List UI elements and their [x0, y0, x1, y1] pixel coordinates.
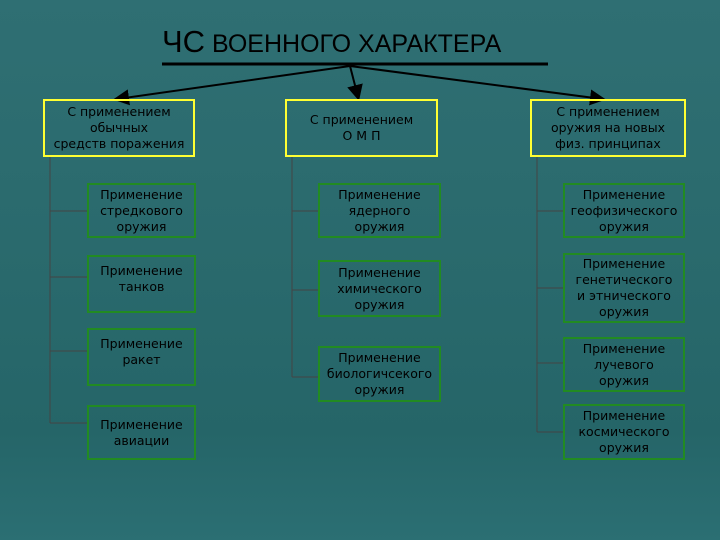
item-geophysical: Применение геофизического оружия	[563, 183, 685, 238]
page-title: ЧС ВОЕННОГО ХАРАКТЕРА	[162, 24, 562, 64]
item-space: Применение космического оружия	[563, 404, 685, 460]
header-wmd-text: С применением О М П	[309, 112, 414, 143]
arrow-right	[349, 65, 606, 106]
title-abbr: ЧС	[162, 24, 206, 59]
arrow-middle	[347, 65, 363, 101]
header-new-principles: С применением оружия на новых физ. принц…	[530, 99, 686, 157]
left-tree	[49, 157, 87, 424]
item-genetic: Применение генетического и этнического о…	[563, 253, 685, 323]
header-conventional: С применением обычных средств поражения	[43, 99, 195, 157]
header-wmd: С применением О М П	[285, 99, 438, 157]
item-nuclear: Применение ядерного оружия	[318, 183, 441, 238]
middle-tree	[291, 157, 318, 378]
item-small-arms: Применение стредкового оружия	[87, 183, 196, 238]
item-missiles: Применение ракет	[87, 328, 196, 386]
item-beam: Применение лучевого оружия	[563, 337, 685, 392]
item-aviation: Применение авиации	[87, 405, 196, 460]
right-tree	[536, 157, 563, 433]
item-chemical: Применение химического оружия	[318, 260, 441, 317]
arrow-left	[113, 65, 351, 106]
title-rest: ВОЕННОГО ХАРАКТЕРА	[205, 30, 502, 58]
item-tanks: Применение танков	[87, 255, 196, 313]
item-biological: Применение биологичсекого оружия	[318, 346, 441, 402]
